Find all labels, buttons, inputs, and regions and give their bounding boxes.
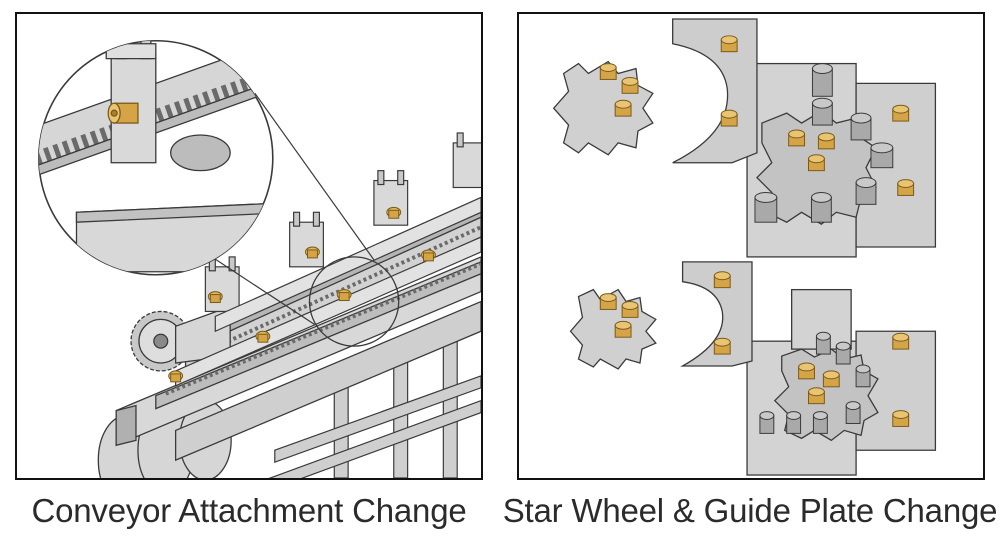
brass-bolts [168, 206, 436, 383]
caption-starwheel: Star Wheel & Guide Plate Change [502, 492, 998, 529]
conveyor-rails [115, 206, 481, 462]
starwheel-illustration [552, 18, 937, 476]
starwheel-illustration-panel [517, 12, 985, 480]
upper-assembly [552, 18, 937, 258]
callout-line-lower [212, 257, 315, 325]
brass-bolts-lower [599, 271, 910, 427]
conveyor-attachments [175, 132, 481, 387]
callout-line-upper [254, 92, 375, 261]
brass-bolts-upper [599, 35, 915, 196]
lower-assembly [569, 261, 937, 476]
gray-cylinders-lower [759, 331, 871, 434]
conveyor-illustration-panel [15, 12, 483, 480]
gray-cylinders-upper [754, 63, 894, 223]
sprocket [130, 305, 231, 372]
focus-circle [308, 256, 400, 347]
conveyor-illustration [38, 39, 481, 478]
caption-conveyor: Conveyor Attachment Change [31, 492, 467, 529]
zoom-bubble [38, 39, 274, 276]
